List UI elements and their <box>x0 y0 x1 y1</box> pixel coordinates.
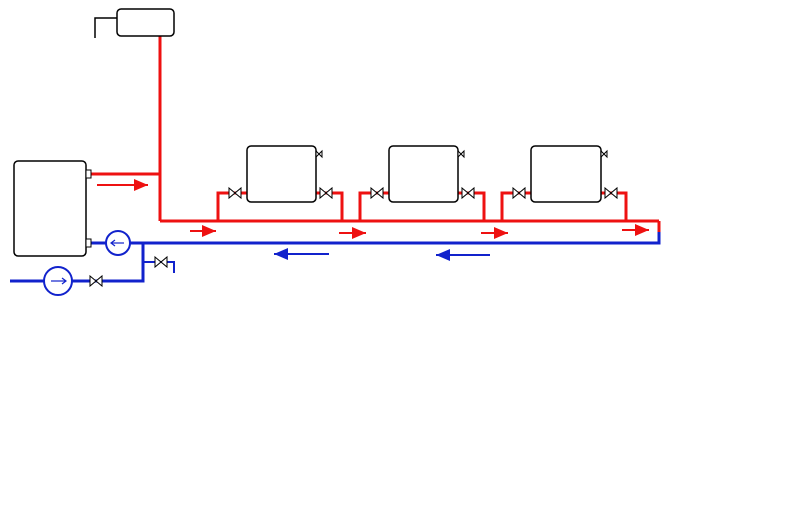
radiator-icon <box>388 145 459 203</box>
radiator-3 <box>512 145 618 203</box>
supply-flow-arrows <box>97 179 649 239</box>
valve-icon <box>370 186 384 200</box>
boiler <box>13 160 92 257</box>
radiator-1-return-drop <box>316 191 389 223</box>
valve-icon <box>89 274 103 288</box>
valve-icon <box>319 186 333 200</box>
overflow-pipe <box>94 17 117 38</box>
valve-icon <box>604 186 618 200</box>
radiator-1 <box>228 145 333 203</box>
valve-icon <box>461 186 475 200</box>
valve-icon <box>512 186 526 200</box>
boiler-return-nozzle <box>85 238 92 248</box>
makeup-valve <box>89 274 103 288</box>
radiator-2 <box>370 145 475 203</box>
boiler-supply-nozzle <box>85 169 92 179</box>
makeup-pump <box>43 266 73 296</box>
return-main-pipe <box>130 232 661 245</box>
valve-icon <box>228 186 242 200</box>
radiator-3-return-drop <box>601 191 659 223</box>
boiler-icon <box>13 160 87 257</box>
air-vent-icon <box>600 149 608 159</box>
expansion-tank <box>94 8 175 38</box>
drain-branch-pipe <box>143 261 175 273</box>
radiator-icon <box>530 145 602 203</box>
radiator-2-return-drop <box>458 191 531 223</box>
drain-valve <box>154 255 168 269</box>
valve-icon <box>154 255 168 269</box>
circulation-pump <box>105 230 131 256</box>
air-vent-icon <box>457 149 465 159</box>
expansion-tank-icon <box>116 8 175 37</box>
return-flow-arrows <box>274 248 490 261</box>
supply-main-pipe <box>160 191 247 223</box>
air-vent-icon <box>315 149 323 159</box>
radiator-icon <box>246 145 317 203</box>
